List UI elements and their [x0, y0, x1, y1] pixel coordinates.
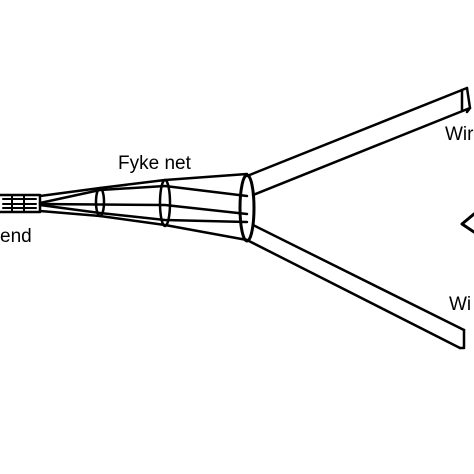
wing-lower	[245, 223, 466, 350]
hoop-2	[158, 178, 172, 228]
hoop-1	[94, 186, 106, 218]
wing-lower-label: Wi	[449, 294, 471, 315]
wing-upper	[245, 86, 472, 197]
arrow-left-icon	[460, 212, 474, 234]
hoop-3	[238, 173, 256, 243]
wing-upper-label: Wir	[445, 124, 474, 145]
fyke-net-label: Fyke net	[118, 153, 192, 174]
fyke-net-body	[38, 172, 249, 242]
cod-end-label: end	[0, 226, 32, 247]
cod-end	[0, 193, 42, 214]
